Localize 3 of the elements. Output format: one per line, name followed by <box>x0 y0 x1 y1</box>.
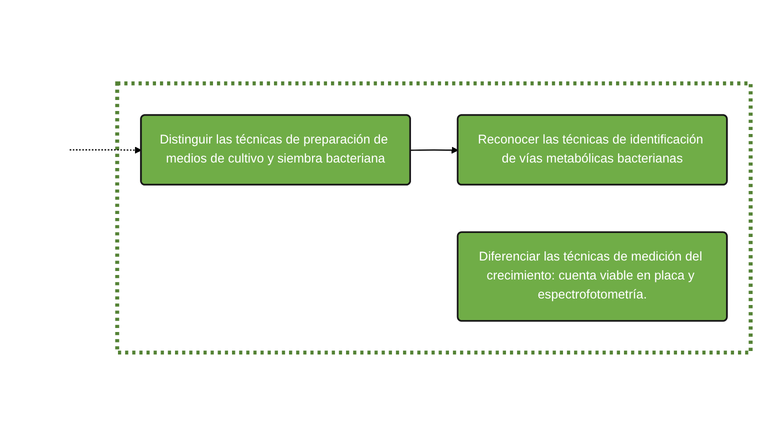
cluster <box>115 80 753 354</box>
arrow <box>70 146 142 154</box>
arrow <box>410 146 458 154</box>
